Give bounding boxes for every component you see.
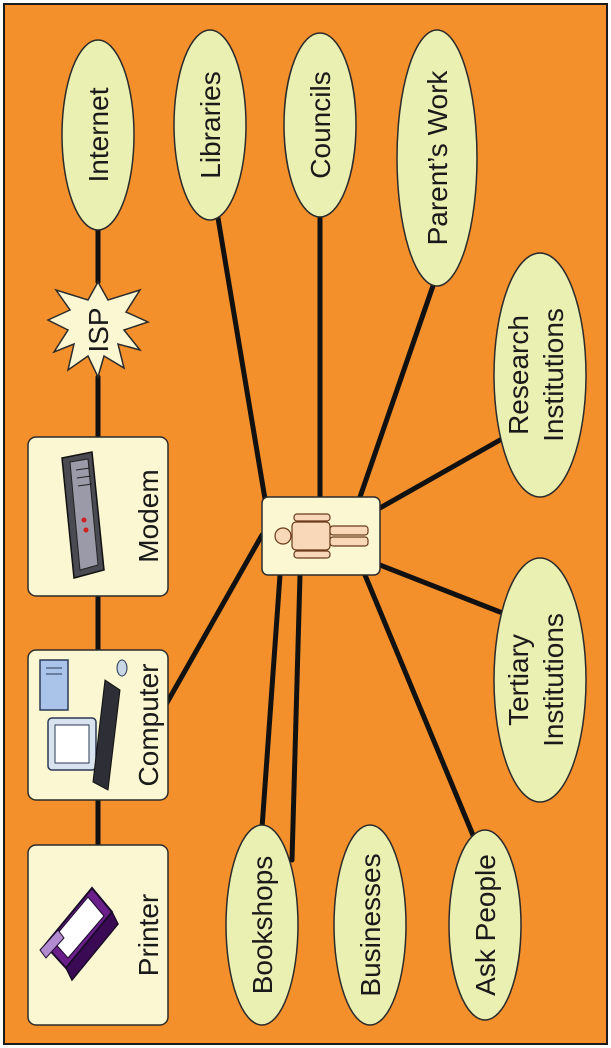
- internet-ellipse: [61, 39, 135, 231]
- bookshops-node: Bookshops: [225, 824, 299, 1026]
- libraries-ellipse: [173, 29, 247, 221]
- modem-node: Modem: [27, 436, 169, 597]
- tertiary-institutions-node: Tertiary Institutions: [493, 557, 587, 803]
- businesses-ellipse: [333, 824, 407, 1026]
- computer-label: Computer: [133, 664, 164, 787]
- parents-work-node: Parent’s Work: [396, 29, 478, 287]
- research-institutions-node: Research Institutions: [493, 252, 587, 498]
- printer-icon: [39, 886, 119, 982]
- person-node: [261, 496, 381, 576]
- ask-people-node: Ask People: [448, 829, 522, 1021]
- internet-node: Internet: [61, 39, 135, 231]
- ask-people-label: Ask People: [470, 854, 501, 996]
- tertiary-label-line2: Institutions: [538, 613, 569, 747]
- link-person-ask-people: [362, 572, 478, 843]
- councils-node: Councils: [283, 32, 357, 218]
- link-person-tertiary: [377, 562, 503, 615]
- person-icon: [274, 513, 369, 559]
- libraries-label: Libraries: [195, 71, 226, 178]
- parents-work-label: Parent’s Work: [422, 70, 453, 246]
- link-person-computer: [157, 532, 265, 718]
- printer-node: Printer: [27, 844, 169, 1026]
- bookshops-label: Bookshops: [247, 856, 278, 995]
- isp-node: ISP: [46, 280, 151, 380]
- tertiary-ellipse: [493, 557, 587, 803]
- desktop-computer-icon: [39, 659, 128, 791]
- research-label-line1: Research: [503, 315, 534, 435]
- bookshops-ellipse: [225, 824, 299, 1026]
- link-person-bookshops: [259, 572, 283, 831]
- link-person-businesses: [289, 572, 303, 863]
- computer-node: Computer: [27, 649, 169, 801]
- councils-label: Councils: [305, 71, 336, 178]
- ask-people-ellipse: [448, 829, 522, 1021]
- link-person-parents-work: [357, 277, 438, 500]
- internet-label: Internet: [83, 87, 114, 182]
- isp-starburst: [46, 280, 151, 380]
- modem-icon: [61, 451, 105, 579]
- tertiary-label-line1: Tertiary: [503, 634, 534, 726]
- modem-label: Modem: [133, 469, 164, 562]
- research-ellipse: [493, 252, 587, 498]
- parents-work-ellipse: [396, 29, 478, 287]
- libraries-node: Libraries: [173, 29, 247, 221]
- isp-label: ISP: [83, 307, 114, 352]
- research-label-line2: Institutions: [538, 308, 569, 442]
- printer-label: Printer: [133, 894, 164, 976]
- link-person-research: [377, 437, 503, 511]
- businesses-node: Businesses: [333, 824, 407, 1026]
- businesses-label: Businesses: [355, 853, 386, 996]
- councils-ellipse: [283, 32, 357, 218]
- connectors: [95, 212, 503, 863]
- link-person-libraries: [215, 215, 269, 508]
